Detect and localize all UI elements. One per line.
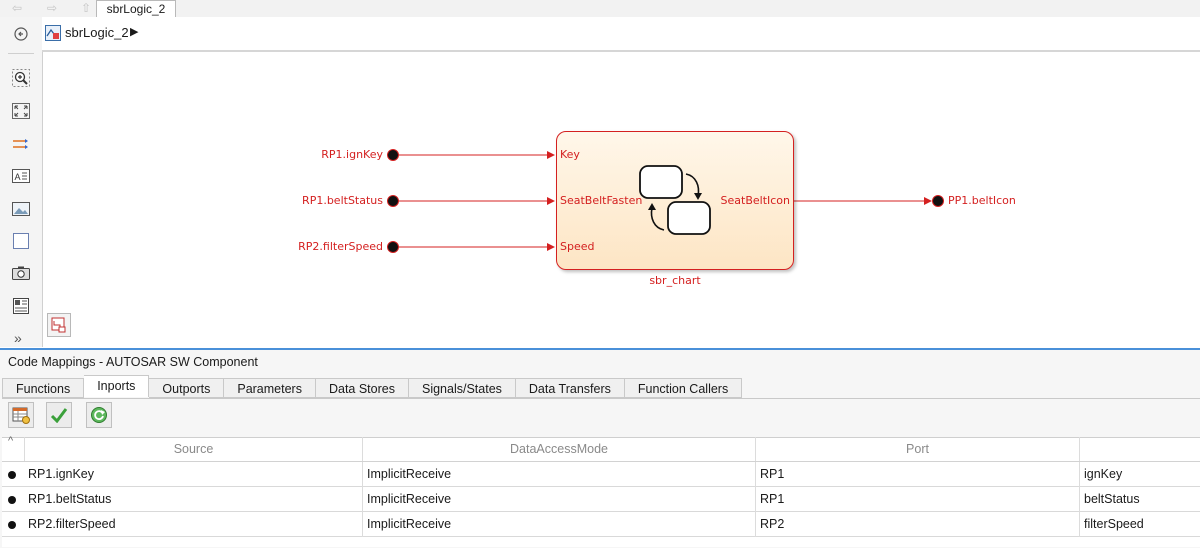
breadcrumb-arrow-icon[interactable]: ▶ [130, 26, 139, 38]
chart-output-label: SeatBeltIcon [720, 194, 790, 207]
stateflow-chart-block[interactable] [556, 131, 794, 270]
up-icon[interactable]: ⇧ [80, 1, 92, 15]
column-header-port[interactable]: Port [756, 437, 1080, 462]
table-row[interactable]: RP2.filterSpeed ImplicitReceive RP2 filt… [2, 512, 1200, 537]
cell-port[interactable]: RP1 [756, 462, 1080, 487]
hide-explorer-icon[interactable] [10, 23, 32, 45]
model-browser-icon[interactable] [47, 313, 71, 337]
chart-input-label: Speed [560, 240, 595, 253]
inport-block[interactable] [387, 241, 399, 253]
cell-source: RP1.ignKey [24, 462, 363, 487]
screenshot-icon[interactable] [10, 262, 32, 284]
inport-icon [8, 521, 16, 529]
inport-label: RP1.ignKey [321, 148, 383, 161]
cell-element[interactable]: ignKey [1084, 467, 1123, 481]
address-bar [42, 17, 1200, 52]
cell-source: RP1.beltStatus [24, 487, 363, 512]
table-row[interactable]: RP1.ignKey ImplicitReceive RP1 ignKey [2, 462, 1200, 487]
cell-data-access-mode[interactable]: ImplicitReceive [363, 512, 756, 537]
stateflow-states-icon [639, 165, 711, 235]
tab-functions[interactable]: Functions [2, 378, 85, 398]
more-tools-icon[interactable]: » [14, 330, 22, 346]
column-header-element[interactable] [1080, 437, 1200, 462]
image-icon[interactable] [10, 198, 32, 220]
tab-parameters[interactable]: Parameters [224, 378, 316, 398]
zoom-icon[interactable] [10, 67, 32, 89]
outport-block[interactable] [932, 195, 944, 207]
cell-source: RP2.filterSpeed [24, 512, 363, 537]
fit-to-view-icon[interactable] [10, 100, 32, 122]
tab-signals-states[interactable]: Signals/States [408, 378, 516, 398]
model-icon [45, 25, 61, 41]
header-divider [2, 461, 1200, 462]
mapping-tabs: Functions Inports Outports Parameters Da… [2, 375, 743, 398]
route-lines-icon[interactable] [10, 133, 32, 155]
cell-element[interactable]: filterSpeed [1084, 517, 1144, 531]
tab-data-transfers[interactable]: Data Transfers [515, 378, 625, 398]
panel-title: Code Mappings - AUTOSAR SW Component [8, 355, 258, 369]
cell-data-access-mode[interactable]: ImplicitReceive [363, 462, 756, 487]
inport-block[interactable] [387, 149, 399, 161]
inport-block[interactable] [387, 195, 399, 207]
back-icon[interactable]: ⇦ [11, 1, 23, 15]
column-header-data-access-mode[interactable]: DataAccessMode [363, 437, 756, 462]
validate-icon[interactable] [46, 402, 72, 428]
svg-text:A: A [15, 172, 21, 182]
annotation-icon[interactable]: A [10, 165, 32, 187]
signal-lines [397, 151, 932, 251]
forward-icon[interactable]: ⇨ [46, 1, 58, 15]
area-icon[interactable] [10, 230, 32, 252]
toolbar-divider [8, 53, 34, 54]
sort-indicator-icon[interactable]: ^ [8, 435, 14, 447]
tab-data-stores[interactable]: Data Stores [315, 378, 409, 398]
cell-data-access-mode[interactable]: ImplicitReceive [363, 487, 756, 512]
mapping-toolbar [2, 398, 1200, 437]
refresh-icon[interactable] [86, 402, 112, 428]
inport-icon [8, 496, 16, 504]
configure-table-icon[interactable] [8, 402, 34, 428]
tab-outports[interactable]: Outports [149, 378, 225, 398]
property-inspector-icon[interactable] [10, 295, 32, 317]
inport-icon [8, 471, 16, 479]
outport-label: PP1.beltIcon [948, 194, 1016, 207]
cell-port[interactable]: RP2 [756, 512, 1080, 537]
cell-element[interactable]: beltStatus [1084, 492, 1140, 506]
column-header-source[interactable]: Source [24, 437, 363, 462]
inport-label: RP1.beltStatus [302, 194, 383, 207]
tab-function-callers[interactable]: Function Callers [624, 378, 743, 398]
chart-input-label: SeatBeltFasten [560, 194, 643, 207]
inports-table [2, 437, 1200, 547]
chart-name: sbr_chart [649, 274, 701, 287]
tab-inports[interactable]: Inports [84, 375, 150, 397]
inport-label: RP2.filterSpeed [298, 240, 383, 253]
cell-port[interactable]: RP1 [756, 487, 1080, 512]
chart-input-label: Key [560, 148, 580, 161]
model-tab[interactable]: sbrLogic_2 [96, 0, 176, 17]
breadcrumb-model[interactable]: sbrLogic_2 [65, 25, 129, 40]
table-row[interactable]: RP1.beltStatus ImplicitReceive RP1 beltS… [2, 487, 1200, 512]
